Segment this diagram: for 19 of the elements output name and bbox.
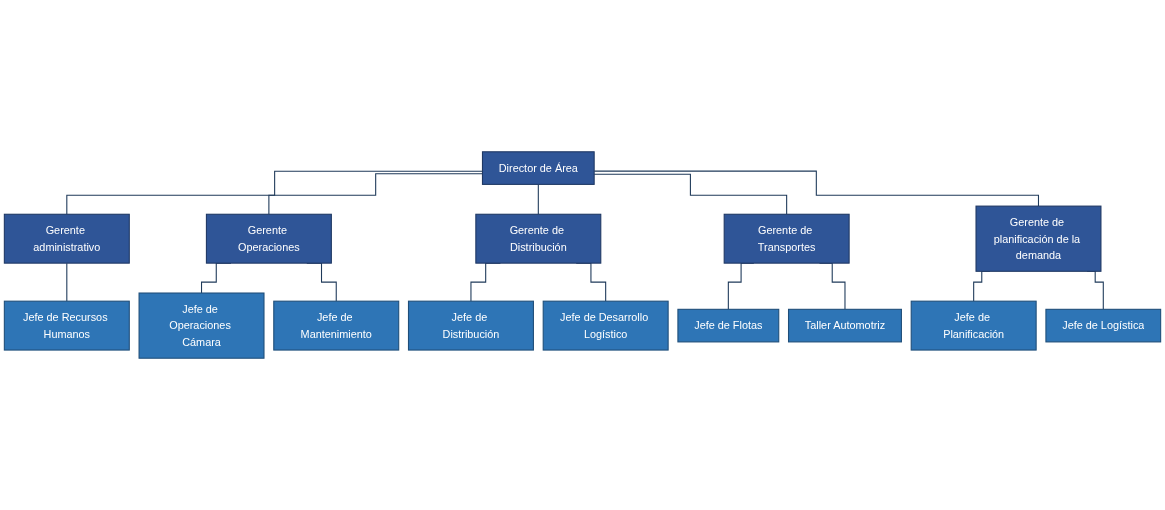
node-box: Jefe de Desarrollo Logístico bbox=[542, 300, 669, 351]
connector bbox=[66, 170, 483, 215]
node-box: Jefe de Planificación bbox=[910, 300, 1037, 351]
connector bbox=[66, 262, 68, 302]
node-box: Taller Automotriz bbox=[788, 308, 902, 343]
node-box: Gerente administrativo bbox=[3, 213, 130, 264]
node-box: Gerente de Transportes bbox=[723, 213, 850, 264]
node-box: Jefe de Operaciones Cámara bbox=[138, 292, 265, 359]
node-box: Jefe de Distribución bbox=[407, 300, 534, 351]
node-box: Gerente Operaciones bbox=[205, 213, 332, 264]
node-box: Director de Área bbox=[481, 151, 595, 185]
node-box: Jefe de Flotas bbox=[677, 308, 780, 343]
node-box: Jefe de Mantenimiento bbox=[273, 300, 400, 351]
node-box: Gerente de planificación de la demanda bbox=[975, 205, 1102, 272]
node-box: Jefe de Recursos Humanos bbox=[3, 300, 130, 351]
node-box: Jefe de Logística bbox=[1045, 308, 1162, 343]
connector bbox=[268, 173, 483, 215]
connector bbox=[537, 183, 539, 215]
node-box: Gerente de Distribución bbox=[475, 213, 602, 264]
